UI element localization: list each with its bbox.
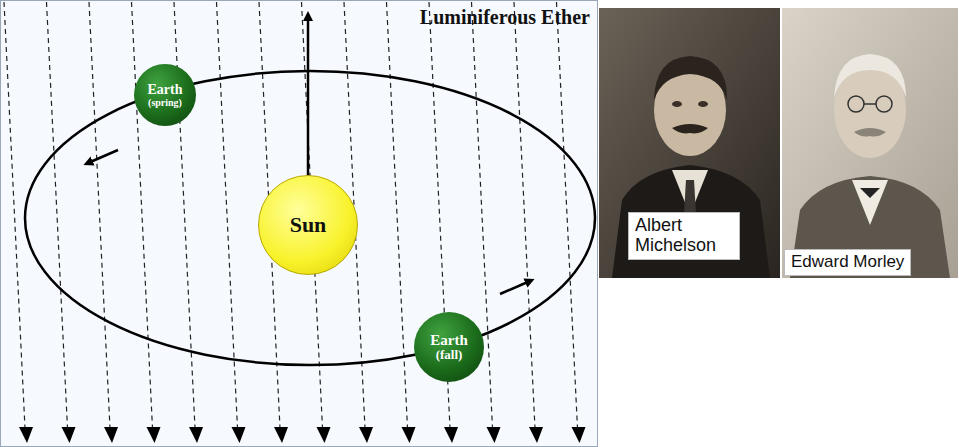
ether-line xyxy=(4,2,25,428)
sun-circle: Sun xyxy=(258,175,358,275)
ether-arrowhead xyxy=(189,427,203,443)
ether-arrowhead xyxy=(232,427,246,443)
ether-arrowhead xyxy=(147,427,161,443)
ether-panel xyxy=(1,1,598,447)
ether-arrowhead xyxy=(104,427,118,443)
earth-circle: Earth(fall) xyxy=(414,312,484,382)
morley-photo xyxy=(782,8,958,278)
ether-line xyxy=(132,2,153,428)
ether-line xyxy=(89,2,110,428)
ether-arrowhead xyxy=(62,427,76,443)
body-label: Sun xyxy=(290,213,327,237)
ether-line xyxy=(217,2,238,428)
earth-orbit xyxy=(25,71,595,365)
orbit-direction-arrow xyxy=(500,281,530,294)
sun-motion-arrow xyxy=(307,16,310,176)
michelson-photo xyxy=(599,8,780,278)
name-caption: Edward Morley xyxy=(791,253,904,272)
ether-line xyxy=(387,2,408,428)
name-caption-box: Edward Morley xyxy=(784,249,911,276)
body-label: Earth xyxy=(148,82,183,97)
title-label: Luminiferous Ether xyxy=(420,6,590,29)
body-label: Earth xyxy=(430,332,468,349)
ether-line xyxy=(514,2,535,428)
ether-arrowhead xyxy=(359,427,373,443)
body-label: (fall) xyxy=(436,348,463,362)
ether-arrowhead xyxy=(444,427,458,443)
ether-arrowhead xyxy=(572,427,586,443)
orbit-direction-arrow xyxy=(88,150,118,163)
ether-arrowhead xyxy=(274,427,288,443)
name-caption: Albert Michelson xyxy=(635,216,733,256)
ether-line xyxy=(557,2,578,428)
ether-line xyxy=(47,2,68,428)
ether-arrowheads xyxy=(19,427,586,443)
ether-arrowhead xyxy=(529,427,543,443)
ether-arrowhead xyxy=(402,427,416,443)
ether-arrowhead xyxy=(487,427,501,443)
body-label: (spring) xyxy=(148,97,182,108)
ether-arrowhead xyxy=(317,427,331,443)
earth-circle: Earth(spring) xyxy=(134,64,196,126)
ether-arrowhead xyxy=(19,427,33,443)
name-caption-box: Albert Michelson xyxy=(628,212,740,260)
